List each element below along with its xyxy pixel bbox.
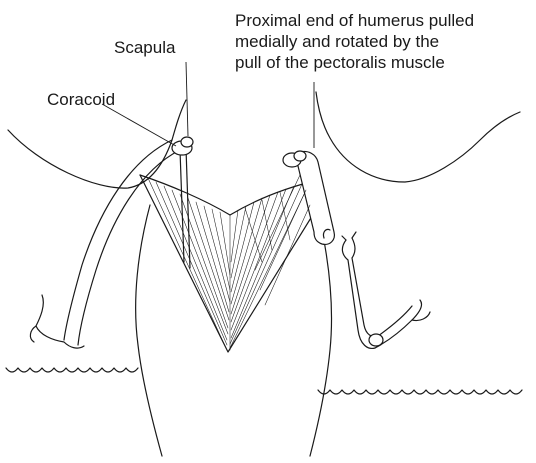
scapula-label: Scapula (114, 37, 175, 58)
left-feather-edge (6, 368, 138, 372)
left-wing-bones (30, 140, 190, 348)
humerus-annotation-line-2: medially and rotated by the (235, 31, 474, 52)
humerus-annotation-line-3: pull of the pectoralis muscle (235, 52, 474, 73)
right-wing-bones (342, 232, 430, 348)
left-shoulder-outline (8, 100, 186, 188)
right-shoulder-outline (316, 92, 520, 182)
right-body-contour (310, 230, 332, 456)
right-humerus-bone (283, 151, 334, 244)
coracoid-label: Coracoid (47, 89, 115, 110)
left-body-contour (136, 205, 162, 456)
scapula-leader-line (186, 62, 188, 136)
pectoralis-muscle (140, 175, 322, 352)
right-feather-edge (318, 390, 522, 394)
humerus-annotation: Proximal end of humerus pulled medially … (235, 10, 474, 73)
coracoid-leader-line (102, 104, 176, 146)
right-pectoralis-fibres (255, 175, 310, 305)
humerus-annotation-line-1: Proximal end of humerus pulled (235, 10, 474, 31)
